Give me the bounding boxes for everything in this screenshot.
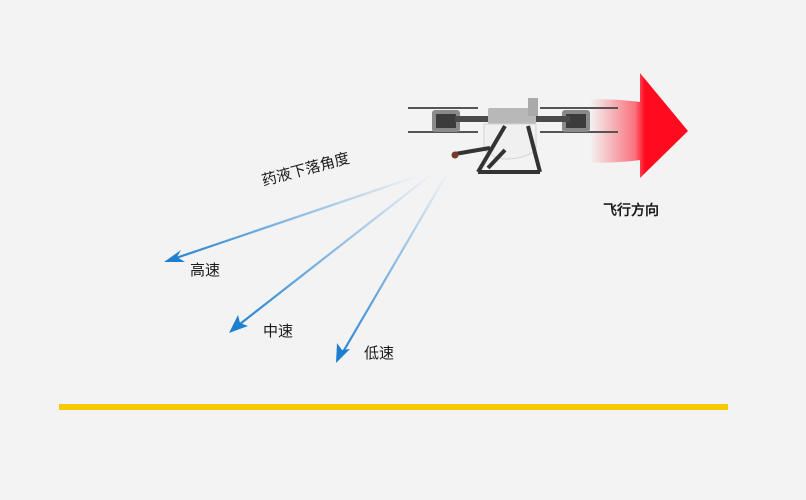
ground-line [59, 404, 728, 410]
spray-arrow-mid-icon [229, 173, 433, 333]
speed-label-low: 低速 [364, 344, 395, 362]
spray-arrow-high-icon [164, 174, 419, 262]
speed-label-high: 高速 [190, 261, 221, 279]
direction-arrow-icon [585, 73, 688, 178]
flight-direction-label: 飞行方向 [603, 203, 659, 219]
speed-label-mid: 中速 [263, 322, 294, 340]
spray-arrow-low-icon [336, 171, 449, 363]
agricultural-drone-icon [408, 98, 618, 174]
